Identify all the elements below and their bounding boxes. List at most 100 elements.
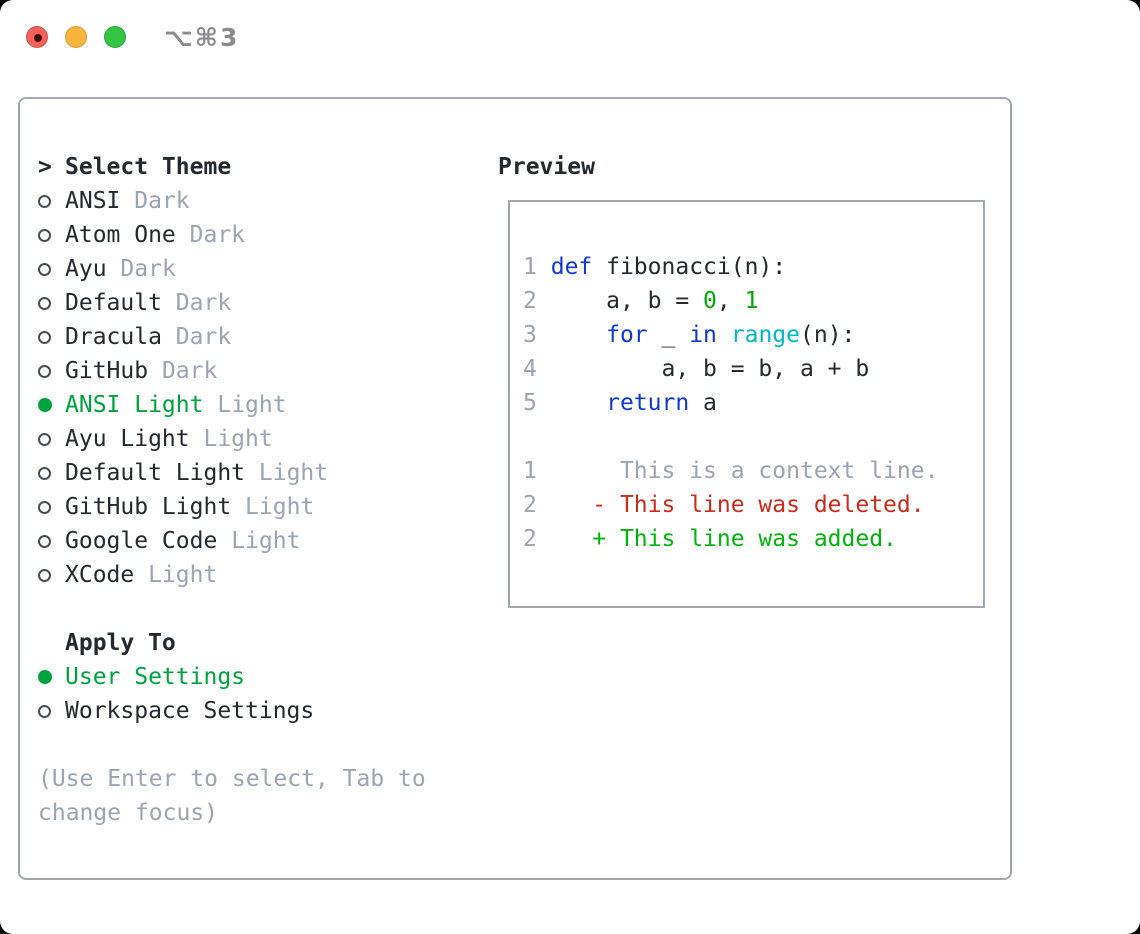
code-line: 1 def fibonacci(n): — [523, 250, 938, 284]
theme-name: Ayu — [65, 256, 107, 282]
radio-indicator — [38, 568, 65, 582]
theme-variant: Light — [231, 528, 301, 554]
theme-option-label: GitHub Light Light — [65, 494, 314, 520]
theme-option[interactable]: XCode Light — [38, 558, 462, 592]
code-line: 2 - This line was deleted. — [523, 488, 938, 522]
theme-option[interactable]: Default Light Light — [38, 456, 462, 490]
radio-indicator — [38, 296, 65, 310]
code-line: 2 a, b = 0, 1 — [523, 284, 938, 318]
radio-unselected-icon — [38, 296, 51, 310]
theme-option-label: Default Light Light — [65, 460, 328, 486]
code-line: 5 return a — [523, 386, 938, 420]
theme-option-label: Google Code Light — [65, 528, 300, 554]
line-number: 5 — [523, 390, 537, 416]
apply-to-option[interactable]: Workspace Settings — [38, 694, 462, 728]
code-line: 1 This is a context line. — [523, 454, 938, 488]
code-token — [717, 322, 731, 348]
code-line — [523, 420, 938, 454]
theme-name: Ayu Light — [65, 426, 190, 452]
code-token: fibonacci(n): — [592, 254, 787, 280]
theme-option[interactable]: ANSI Light Light — [38, 388, 462, 422]
theme-option-label: Default Dark — [65, 290, 231, 316]
theme-option[interactable]: Google Code Light — [38, 524, 462, 558]
code-token: (n): — [800, 322, 856, 348]
code-token: + This line was added. — [592, 526, 897, 552]
theme-option[interactable]: Atom One Dark — [38, 218, 462, 252]
radio-indicator — [38, 466, 65, 480]
theme-variant: Dark — [134, 188, 190, 214]
theme-variant: Light — [148, 562, 218, 588]
prompt-prefix: > — [38, 154, 65, 180]
radio-indicator — [38, 670, 65, 684]
line-number: 2 — [523, 492, 537, 518]
radio-unselected-icon — [38, 500, 51, 514]
apply-to-header-row: Apply To — [38, 626, 462, 660]
line-number: 4 — [523, 356, 537, 382]
code-token: _ — [647, 322, 690, 348]
radio-unselected-icon — [38, 568, 51, 582]
theme-option-label: Dracula Dark — [65, 324, 231, 350]
code-token: 1 — [744, 288, 759, 314]
window-title: ⌥⌘3 — [164, 23, 240, 52]
code-token: 0 — [703, 288, 717, 314]
radio-unselected-icon — [38, 330, 51, 344]
close-button[interactable] — [26, 26, 48, 48]
code-token: range — [730, 322, 801, 348]
theme-option[interactable]: Dracula Dark — [38, 320, 462, 354]
radio-indicator — [38, 432, 65, 446]
line-number: 1 — [523, 458, 537, 484]
titlebar: ⌥⌘3 — [0, 0, 1140, 75]
code-token: This is a context line. — [550, 458, 939, 484]
theme-option-label: ANSI Dark — [65, 188, 190, 214]
code-token: - This line was deleted. — [592, 492, 925, 518]
line-number: 1 — [523, 254, 537, 280]
theme-name: ANSI — [65, 188, 121, 214]
theme-option-label: Ayu Dark — [65, 256, 176, 282]
radio-indicator — [38, 364, 65, 378]
theme-variant: Light — [203, 426, 273, 452]
apply-to-option[interactable]: User Settings — [38, 660, 462, 694]
theme-name: ANSI Light — [65, 392, 204, 418]
traffic-lights — [26, 26, 126, 48]
preview-title: Preview — [498, 154, 595, 180]
radio-indicator — [38, 704, 65, 718]
radio-selected-icon — [38, 670, 52, 684]
code-token: return — [606, 390, 690, 416]
code-line: 3 for _ in range(n): — [523, 318, 938, 352]
apply-to-option-label: Workspace Settings — [65, 698, 314, 724]
help-text: (Use Enter to select, Tab to change focu… — [38, 766, 426, 826]
code-token: for — [606, 322, 648, 348]
code-line: 2 + This line was added. — [523, 522, 938, 556]
option-text: User Settings — [65, 664, 246, 690]
theme-option[interactable]: Default Dark — [38, 286, 462, 320]
theme-variant: Light — [258, 460, 329, 486]
theme-variant: Dark — [120, 256, 176, 282]
radio-indicator — [38, 228, 65, 242]
radio-unselected-icon — [38, 704, 51, 718]
radio-indicator — [38, 500, 65, 514]
line-number: 3 — [523, 322, 537, 348]
theme-option-label: ANSI Light Light — [65, 392, 287, 418]
option-text: Workspace Settings — [65, 698, 315, 724]
code-token: , — [716, 288, 745, 314]
minimize-button[interactable] — [65, 26, 87, 48]
theme-option[interactable]: Ayu Light Light — [38, 422, 462, 456]
theme-option-label: Atom One Dark — [65, 222, 245, 248]
theme-option[interactable]: GitHub Dark — [38, 354, 462, 388]
theme-name: Default Light — [65, 460, 246, 486]
radio-unselected-icon — [38, 194, 51, 208]
code-token — [551, 526, 593, 552]
fullscreen-button[interactable] — [104, 26, 126, 48]
radio-unselected-icon — [38, 534, 51, 548]
theme-option[interactable]: GitHub Light Light — [38, 490, 462, 524]
theme-variant: Light — [245, 494, 315, 520]
radio-unselected-icon — [38, 262, 51, 276]
theme-name: Default — [65, 290, 162, 316]
theme-variant: Dark — [175, 290, 232, 316]
theme-option[interactable]: Ayu Dark — [38, 252, 462, 286]
theme-option[interactable]: ANSI Dark — [38, 184, 462, 218]
